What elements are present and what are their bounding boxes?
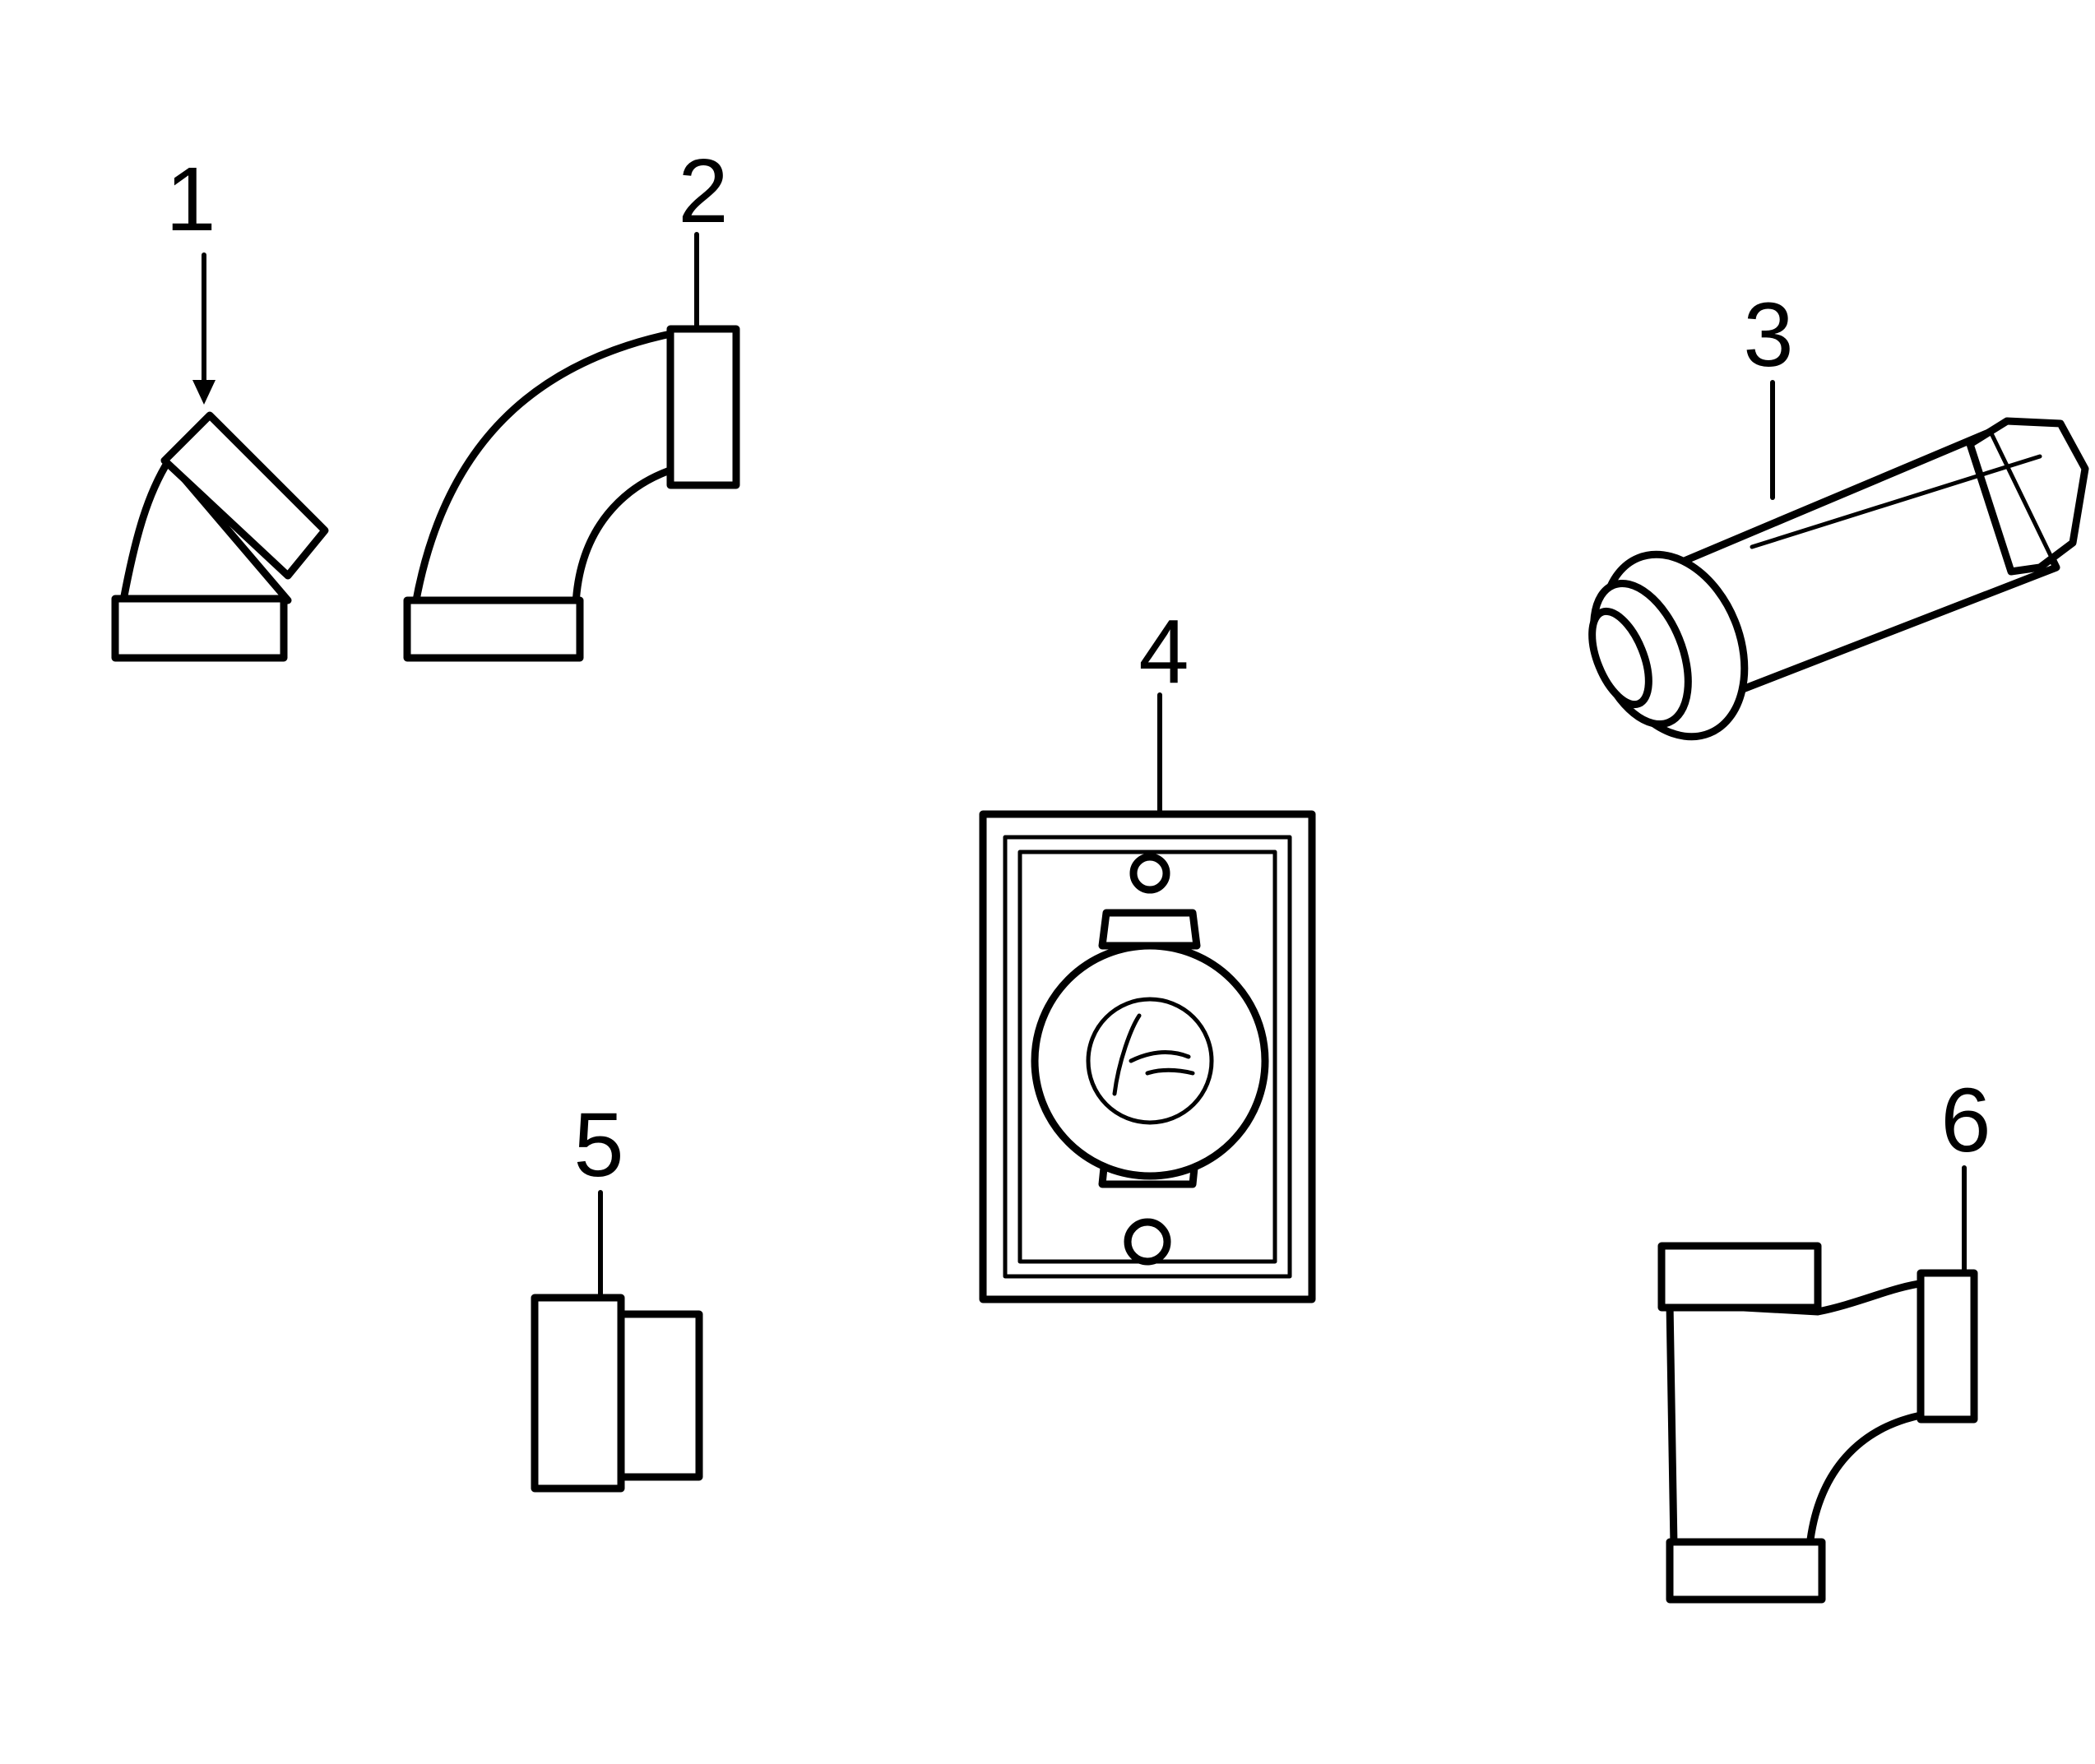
- callout-number-4: 4: [1138, 601, 1189, 702]
- callout-number-1: 1: [165, 149, 216, 250]
- brand-logo-icon: [1112, 1013, 1195, 1096]
- part-1-angled-socket: [160, 411, 329, 580]
- screw-icon-top: [1129, 853, 1170, 894]
- part-1-45-degree-elbow: 1: [111, 149, 329, 662]
- callout-number-5: 5: [573, 1095, 623, 1196]
- part-2-bottom-socket: [403, 596, 584, 662]
- part-4-inlet-door: [1031, 942, 1269, 1180]
- part-3-front-opening: [1588, 607, 1652, 709]
- part-4-cover-top-tab: [1098, 909, 1201, 950]
- callout-number-6: 6: [1940, 1070, 1991, 1171]
- screw-icon-bottom: [1124, 1218, 1171, 1266]
- callout-number-3: 3: [1743, 285, 1793, 386]
- part-6-side-socket: [1917, 1269, 1978, 1424]
- callout-number-2: 2: [678, 141, 728, 242]
- part-6-bottom-socket: [1666, 1538, 1826, 1604]
- callout-arrowhead-1: [192, 380, 216, 405]
- part-3-pipe-adapter: 3: [1588, 285, 2089, 741]
- part-4-wall-inlet: 4: [979, 601, 1316, 1303]
- part-5-reducer-coupling: 5: [531, 1095, 703, 1493]
- part-2-top-socket: [666, 325, 740, 489]
- part-2-body: [411, 329, 679, 609]
- part-6-body: [1666, 1279, 1929, 1550]
- part-3-right-nut: [1966, 417, 2089, 576]
- part-4-bevel: [1003, 835, 1292, 1279]
- part-5-small-end: [617, 1310, 703, 1481]
- part-4-logo-ring: [1086, 997, 1214, 1125]
- part-6-tee-fitting: 6: [1657, 1070, 1991, 1604]
- part-1-bottom-socket: [111, 595, 288, 662]
- part-2-90-degree-elbow: 2: [403, 141, 740, 662]
- part-5-large-end: [531, 1294, 625, 1493]
- part-3-highlight-line: [1750, 454, 2042, 549]
- part-3-nut-seam: [1988, 429, 2059, 570]
- part-6-top-socket: [1657, 1242, 1822, 1312]
